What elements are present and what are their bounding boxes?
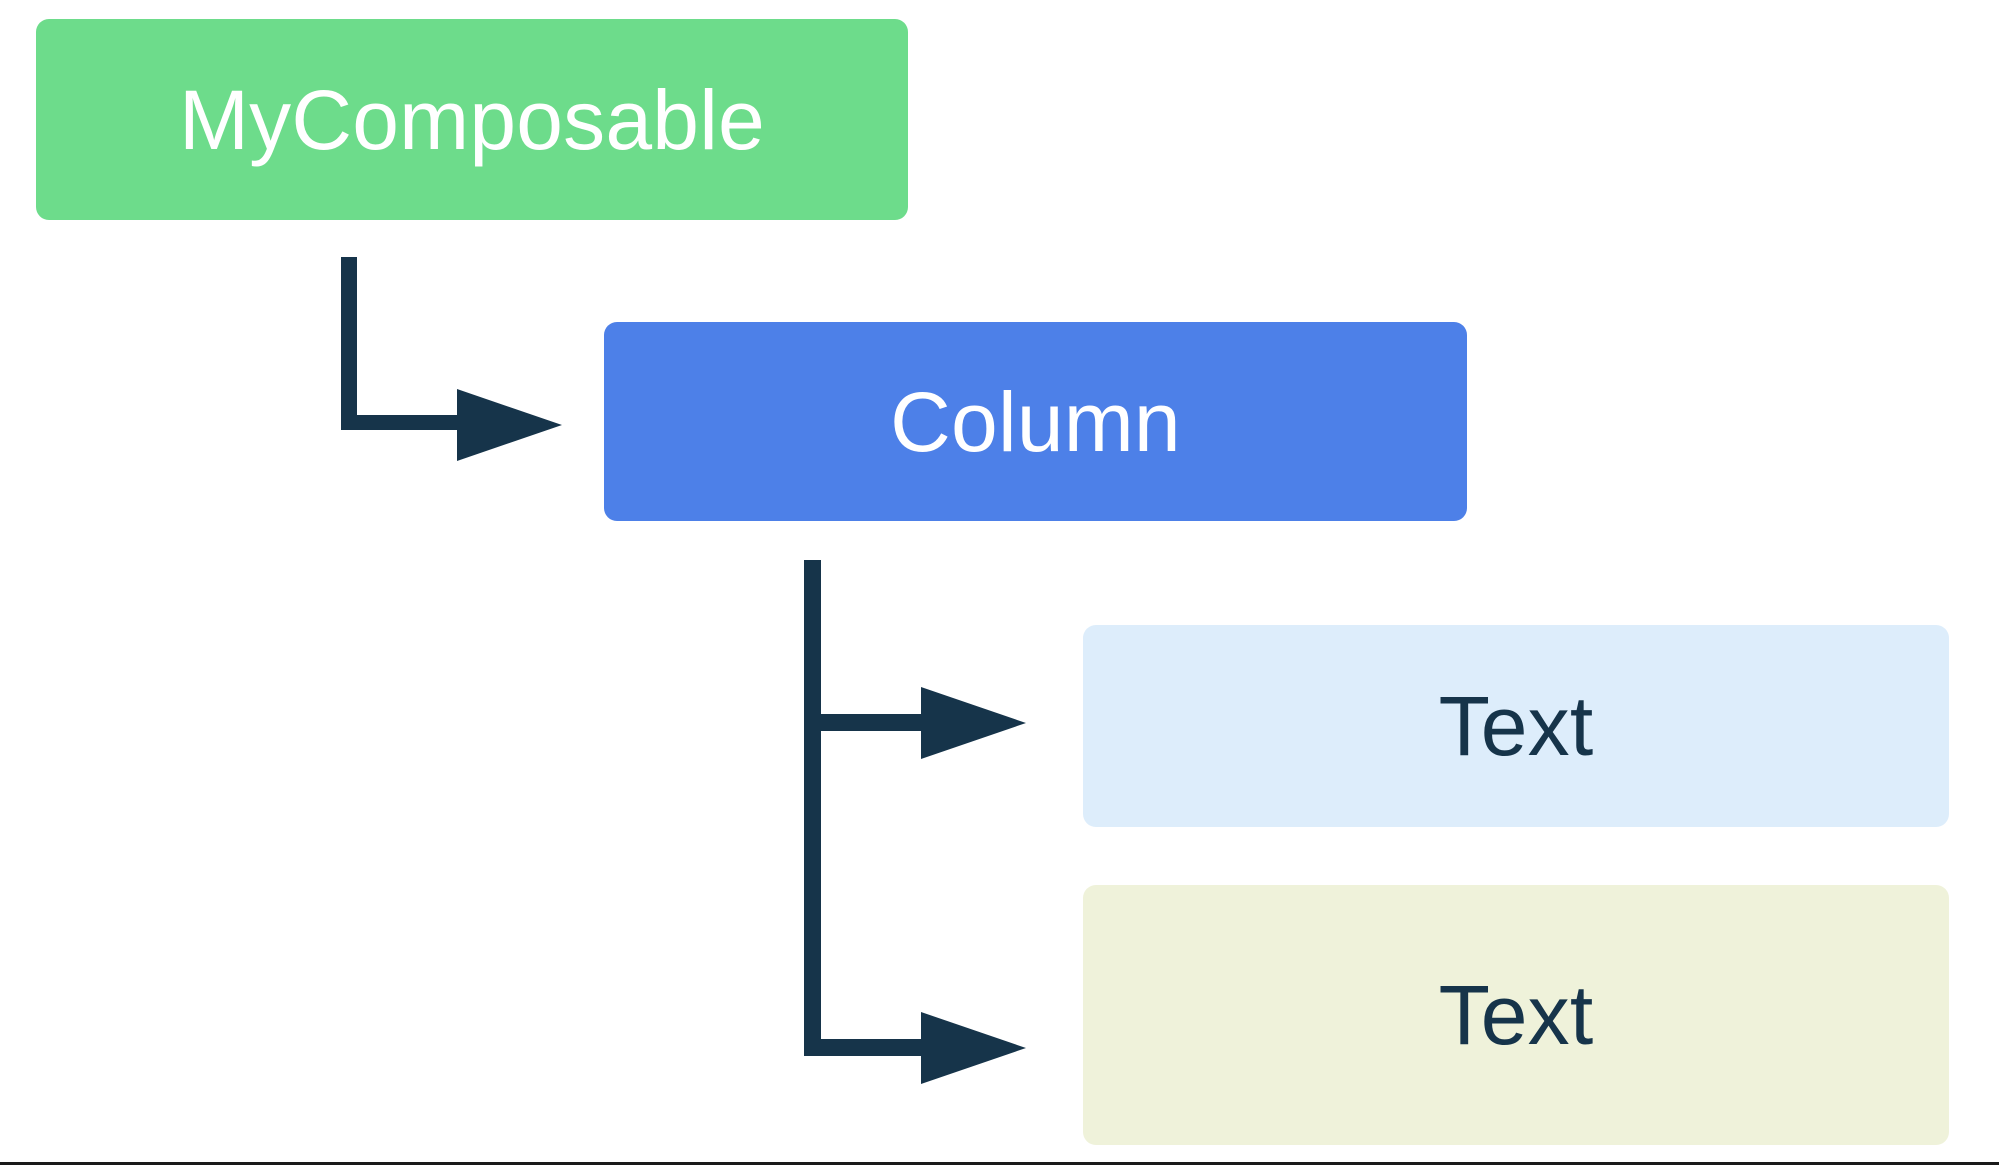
branch-stem-1 bbox=[804, 714, 926, 731]
branch-stem-2 bbox=[804, 1039, 926, 1056]
edge-root-to-column bbox=[341, 257, 562, 461]
arrowhead-column-to-text-1 bbox=[921, 687, 1026, 759]
arrowhead-root-to-column bbox=[457, 389, 562, 461]
connector-trunk bbox=[804, 560, 821, 1056]
node-text-first[interactable]: Text bbox=[1083, 625, 1949, 827]
edge-column-to-text-1 bbox=[804, 560, 1026, 1056]
edge-column-to-text-2 bbox=[804, 1012, 1026, 1084]
baseline-divider bbox=[0, 1162, 1999, 1165]
arrowhead-column-to-text-2 bbox=[921, 1012, 1026, 1084]
node-text-second[interactable]: Text bbox=[1083, 885, 1949, 1145]
node-label-text-first: Text bbox=[1438, 679, 1594, 773]
node-label-text-second: Text bbox=[1438, 968, 1594, 1062]
node-label-mycomposable: MyComposable bbox=[179, 72, 765, 167]
node-label-column: Column bbox=[890, 374, 1181, 469]
node-column[interactable]: Column bbox=[604, 322, 1467, 521]
node-mycomposable[interactable]: MyComposable bbox=[36, 19, 908, 220]
